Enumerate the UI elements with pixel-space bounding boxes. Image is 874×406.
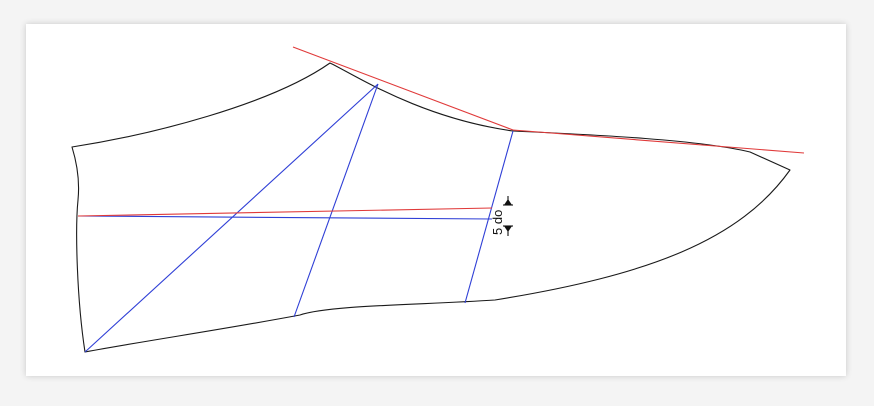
pattern-outline (71, 62, 791, 353)
reference-line-horizontal (77, 207, 493, 217)
vertical-line-front (464, 130, 514, 304)
dimension-marker: 5 do (490, 196, 513, 236)
dimension-label: 5 do (490, 210, 505, 235)
drawing-canvas (26, 24, 846, 376)
diagonal-line-2 (293, 83, 379, 318)
diagonal-line-1 (84, 83, 379, 353)
horizontal-line (77, 215, 493, 220)
tangent-line-toe (512, 129, 805, 154)
tangent-line-top (292, 46, 514, 131)
